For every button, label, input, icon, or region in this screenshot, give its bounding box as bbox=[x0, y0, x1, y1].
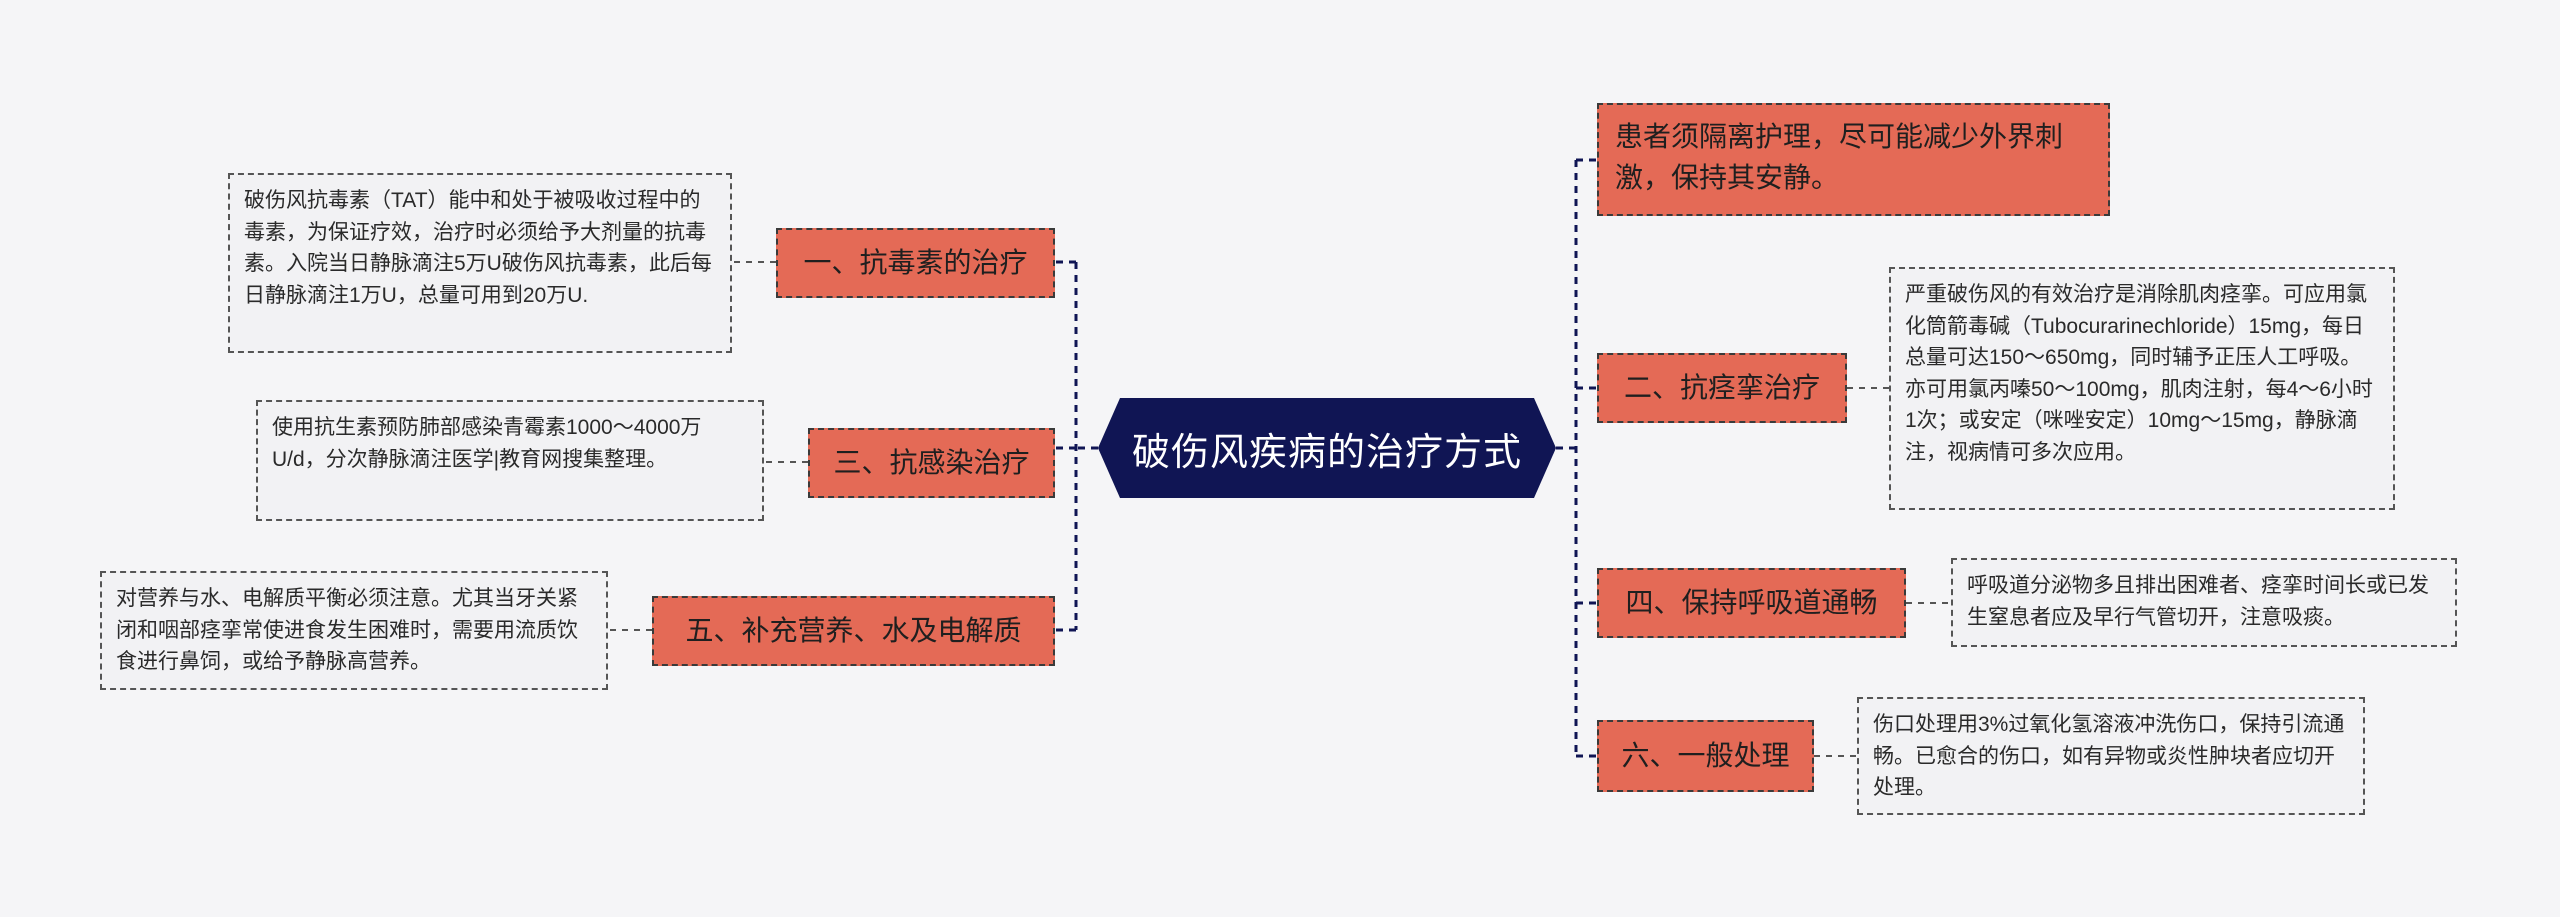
leaf-antispasm-text: 严重破伤风的有效治疗是消除肌肉痉挛。可应用氯化筒箭毒碱（Tubocurarine… bbox=[1905, 283, 2373, 464]
branch-isolation-care-label: 患者须隔离护理，尽可能减少外界刺激，保持其安静。 bbox=[1615, 121, 2064, 193]
leaf-airway-text: 呼吸道分泌物多且排出困难者、痉挛时间长或已发生窒息者应及早行气管切开，注意吸痰。 bbox=[1967, 574, 2429, 629]
central-topic: 破伤风疾病的治疗方式 bbox=[1098, 398, 1556, 498]
leaf-general-care-detail: 伤口处理用3%过氧化氢溶液冲洗伤口，保持引流通畅。已愈合的伤口，如有异物或炎性肿… bbox=[1857, 697, 2365, 815]
leaf-anti-infection-text: 使用抗生素预防肺部感染青霉素1000～4000万U/d，分次静脉滴注医学|教育网… bbox=[272, 416, 702, 471]
branch-nutrition-label: 五、补充营养、水及电解质 bbox=[685, 615, 1022, 647]
leaf-anti-infection-detail: 使用抗生素预防肺部感染青霉素1000～4000万U/d，分次静脉滴注医学|教育网… bbox=[256, 400, 764, 521]
branch-antitoxin-label: 一、抗毒素的治疗 bbox=[803, 247, 1028, 279]
branch-general-care[interactable]: 六、一般处理 bbox=[1597, 720, 1814, 792]
branch-general-care-label: 六、一般处理 bbox=[1621, 740, 1790, 772]
leaf-general-care-text: 伤口处理用3%过氧化氢溶液冲洗伤口，保持引流通畅。已愈合的伤口，如有异物或炎性肿… bbox=[1873, 713, 2345, 799]
leaf-antispasm-detail: 严重破伤风的有效治疗是消除肌肉痉挛。可应用氯化筒箭毒碱（Tubocurarine… bbox=[1889, 267, 2395, 510]
branch-anti-infection-label: 三、抗感染治疗 bbox=[833, 447, 1030, 479]
leaf-nutrition-text: 对营养与水、电解质平衡必须注意。尤其当牙关紧闭和咽部痉挛常使进食发生困难时，需要… bbox=[116, 587, 578, 673]
leaf-antitoxin-text: 破伤风抗毒素（TAT）能中和处于被吸收过程中的毒素，为保证疗效，治疗时必须给予大… bbox=[244, 189, 712, 307]
central-topic-title: 破伤风疾病的治疗方式 bbox=[1131, 431, 1522, 474]
branch-nutrition[interactable]: 五、补充营养、水及电解质 bbox=[652, 596, 1055, 666]
branch-isolation-care[interactable]: 患者须隔离护理，尽可能减少外界刺激，保持其安静。 bbox=[1597, 103, 2110, 216]
branch-airway[interactable]: 四、保持呼吸道通畅 bbox=[1597, 568, 1906, 638]
branch-antispasm-label: 二、抗痉挛治疗 bbox=[1623, 372, 1820, 404]
leaf-nutrition-detail: 对营养与水、电解质平衡必须注意。尤其当牙关紧闭和咽部痉挛常使进食发生困难时，需要… bbox=[100, 571, 608, 690]
branch-airway-label: 四、保持呼吸道通畅 bbox=[1625, 587, 1878, 619]
branch-anti-infection[interactable]: 三、抗感染治疗 bbox=[808, 428, 1055, 498]
branch-antitoxin[interactable]: 一、抗毒素的治疗 bbox=[776, 228, 1055, 298]
leaf-airway-detail: 呼吸道分泌物多且排出困难者、痉挛时间长或已发生窒息者应及早行气管切开，注意吸痰。 bbox=[1951, 558, 2457, 647]
branch-antispasm[interactable]: 二、抗痉挛治疗 bbox=[1597, 353, 1847, 423]
leaf-antitoxin-detail: 破伤风抗毒素（TAT）能中和处于被吸收过程中的毒素，为保证疗效，治疗时必须给予大… bbox=[228, 173, 732, 353]
